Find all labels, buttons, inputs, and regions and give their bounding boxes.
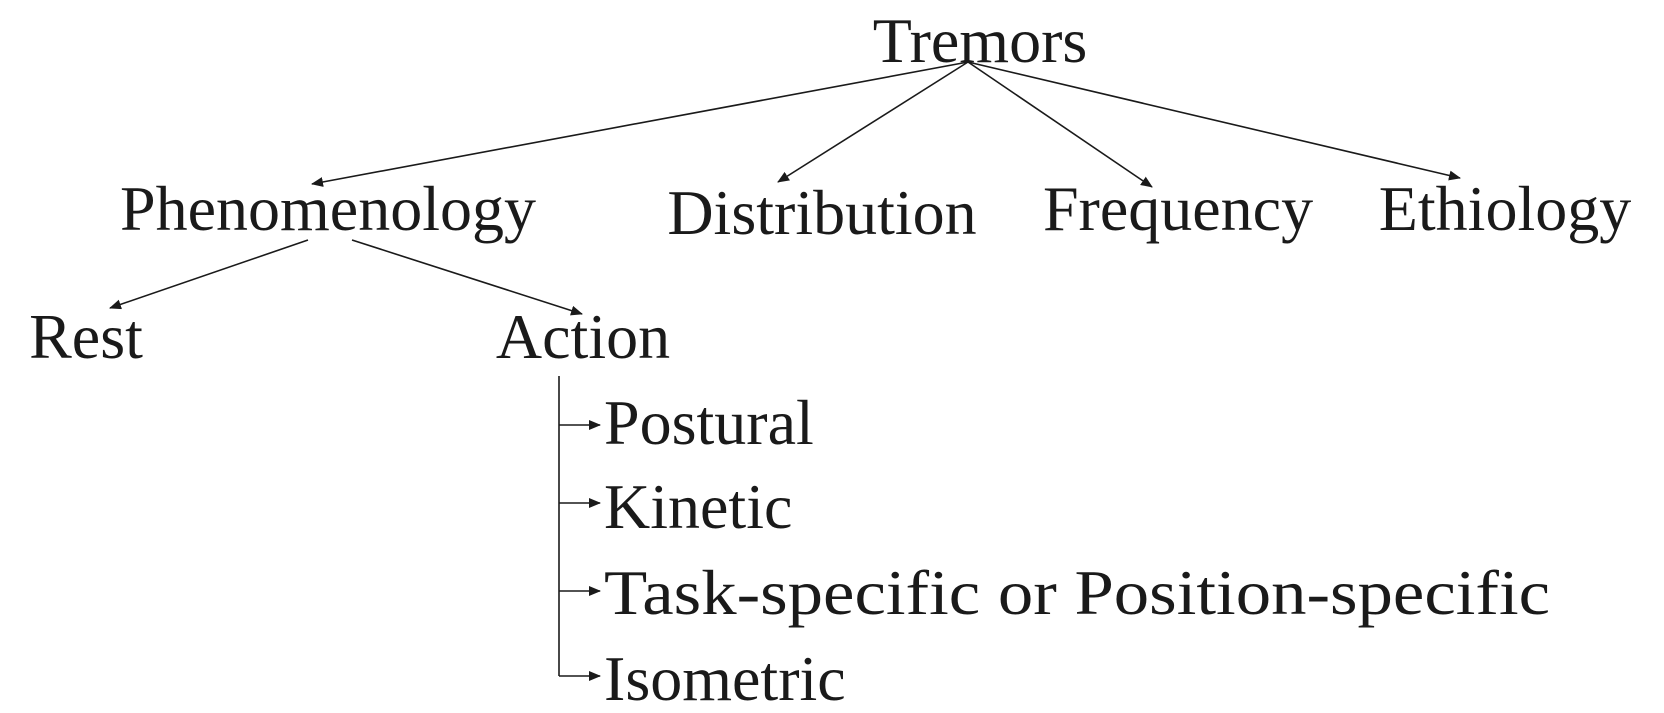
edge-tremors-phenomenology — [311, 61, 969, 187]
node-ethiology: Ethiology — [1379, 173, 1631, 244]
node-isometric: Isometric — [604, 643, 846, 713]
edge-tremors-ethiology — [967, 61, 1461, 181]
edge-tremors-frequency — [967, 61, 1153, 188]
node-kinetic: Kinetic — [604, 471, 792, 542]
node-phenomenology: Phenomenology — [120, 173, 536, 244]
node-action: Action — [496, 301, 670, 372]
node-distribution: Distribution — [667, 177, 976, 248]
node-rest: Rest — [29, 301, 143, 372]
node-postural: Postural — [604, 387, 814, 458]
node-frequency: Frequency — [1043, 173, 1313, 244]
edge-phenomenology-rest — [109, 239, 309, 310]
edge-tremors-distribution — [777, 61, 969, 183]
edge-phenomenology-action — [351, 239, 583, 316]
node-tremors: Tremors — [873, 5, 1088, 76]
node-task-specific: Task-specific or Position-specific — [604, 557, 1550, 628]
